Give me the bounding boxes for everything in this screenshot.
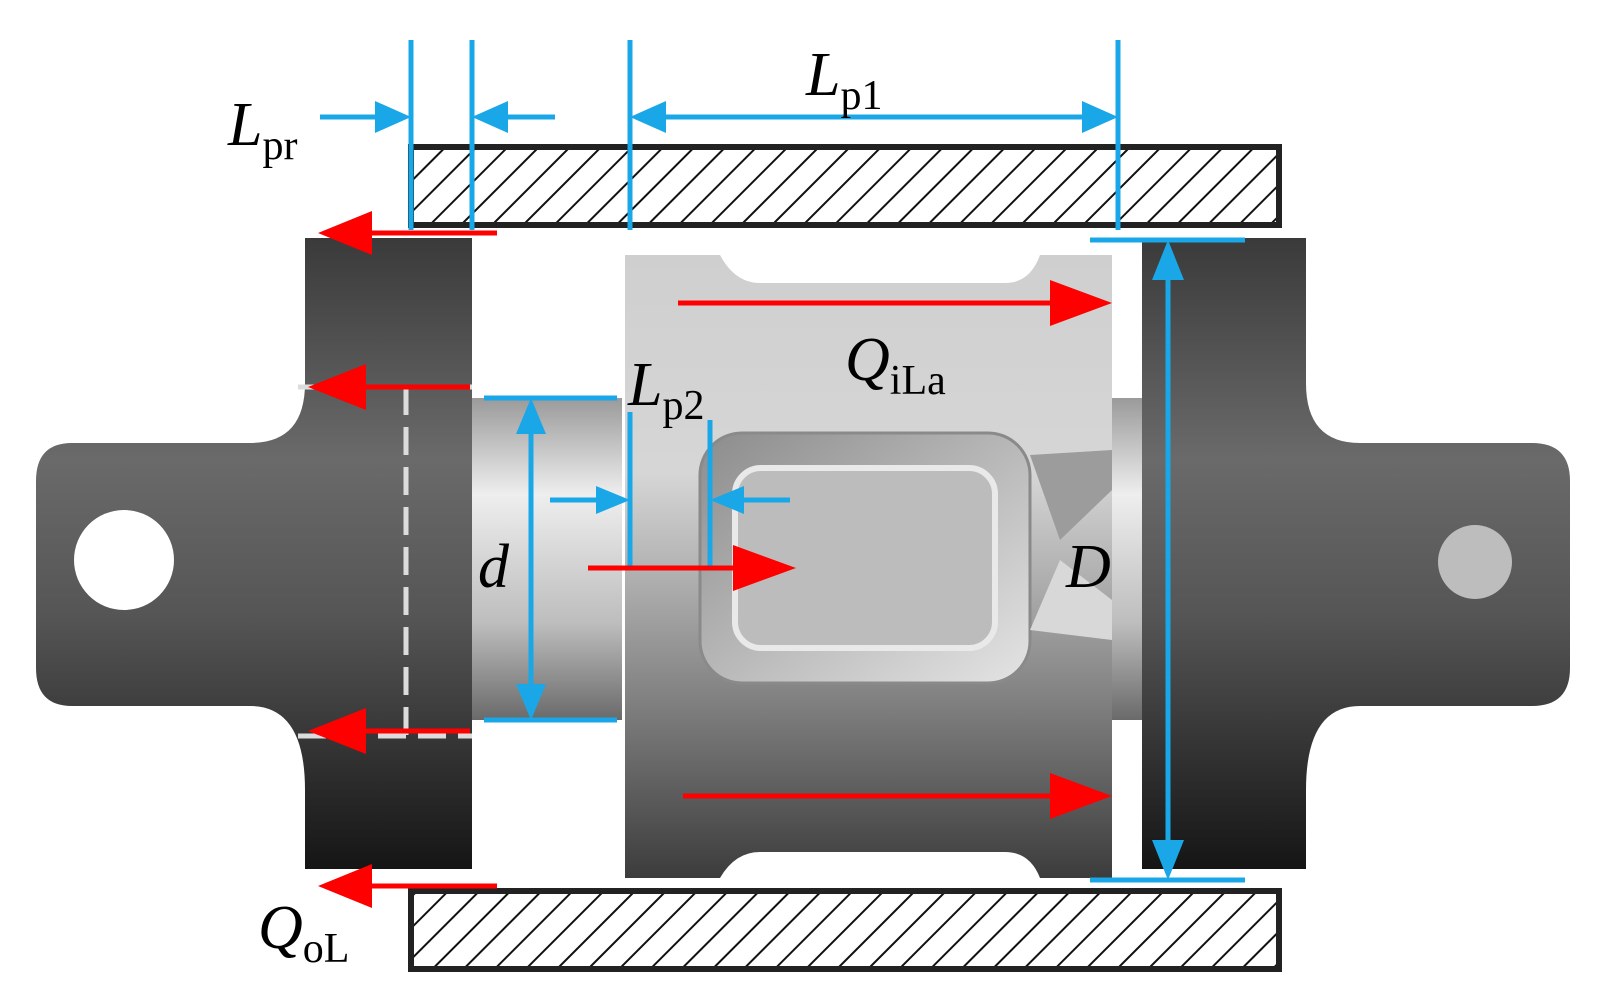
label-q-ila: QiLa [845,326,946,404]
rotor-gap-ring [1112,398,1142,720]
flow-arrow-left-bottom [318,864,497,908]
flow-arrow-left-upper [308,364,470,410]
label-l-pr: Lpr [227,91,297,169]
flow-arrow-shaft [588,545,796,591]
rotor-vane-upper [1030,450,1112,540]
flow-arrows [308,211,1112,908]
label-l-p2: Lp2 [627,351,704,429]
casing-wall-bottom [408,888,1282,972]
label-d-small: d [478,533,510,601]
right-end-flange [1142,238,1570,869]
flow-arrow-left-lower [308,708,470,754]
rotor-vane-lower [1030,560,1112,640]
flow-arrow-rotor-top [678,280,1112,326]
flow-arrow-left-top [318,211,497,255]
left-mount-hole [74,510,174,610]
label-q-ol: QoL [258,894,349,972]
shaft-small-diameter [472,398,622,720]
right-mount-hole [1438,525,1512,599]
label-l-p1: Lp1 [805,41,882,119]
dimension-lines [320,40,1245,883]
rotor-inner-pocket [732,465,998,651]
casing-wall-top [408,144,1282,228]
label-d-large: D [1065,533,1111,601]
flow-arrow-rotor-bottom [683,773,1112,819]
